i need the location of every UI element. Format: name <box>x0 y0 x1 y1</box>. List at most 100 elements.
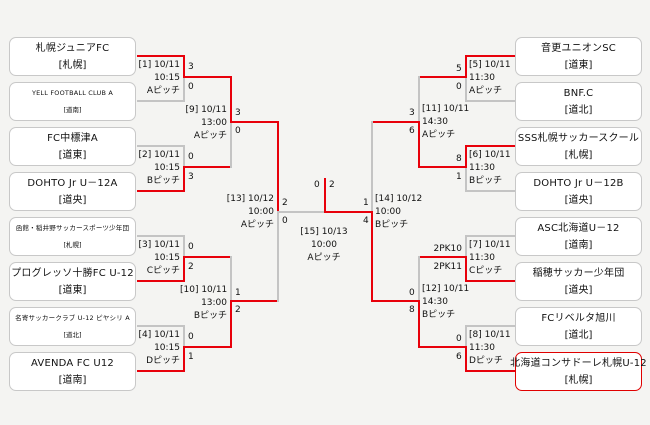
team-box-left-2[interactable]: YELL FOOTBALL CLUB A [道南] <box>9 82 136 121</box>
match-pitch: Bピッチ <box>422 310 456 320</box>
bracket-line <box>418 166 467 168</box>
team-name: DOHTO Jr U－12B <box>533 177 624 189</box>
final-score-left: 0 <box>314 180 320 190</box>
bracket-line <box>137 370 185 372</box>
team-box-left-3[interactable]: FC中標津A [道東] <box>9 127 136 166</box>
bracket-line <box>465 145 467 167</box>
bracket-line <box>418 121 420 168</box>
score: 3 <box>188 172 194 182</box>
match-time: 10:00 <box>311 240 337 250</box>
team-name: YELL FOOTBALL CLUB A <box>31 88 114 97</box>
team-name: 北海道コンサドーレ札幌U-12 <box>510 357 647 369</box>
match-pitch: Aピッチ <box>240 220 274 230</box>
score: 8 <box>456 154 462 164</box>
score: 0 <box>282 216 288 226</box>
bracket-line <box>137 325 185 327</box>
match-time: 10:15 <box>154 163 180 173</box>
match-label: [10] 10/11 <box>180 285 228 295</box>
match-time: 10:00 <box>375 207 401 217</box>
score: 0 <box>188 82 194 92</box>
match-time: 11:30 <box>469 163 495 173</box>
team-box-right-1[interactable]: 音更ユニオンSC [道東] <box>515 37 642 76</box>
bracket-line <box>465 55 515 57</box>
team-region: [札幌] <box>564 374 593 386</box>
bracket-line <box>137 145 185 147</box>
bracket-line <box>183 76 232 78</box>
bracket-line <box>137 280 185 282</box>
team-box-right-4[interactable]: DOHTO Jr U－12B [道央] <box>515 172 642 211</box>
bracket-line <box>183 166 185 192</box>
team-region: [道央] <box>564 194 593 206</box>
bracket-line <box>465 325 467 348</box>
team-box-right-2[interactable]: BNF.C [道北] <box>515 82 642 121</box>
match-time: 14:30 <box>422 297 448 307</box>
match-time: 14:30 <box>422 117 448 127</box>
score: 4 <box>363 216 369 226</box>
bracket-line <box>277 211 279 302</box>
score: 0 <box>456 334 462 344</box>
match-info-1: [1] 10/11 10:15 Aピッチ <box>136 59 180 98</box>
score: 6 <box>409 126 415 136</box>
team-box-left-5[interactable]: 函館・稲井野サッカースポーツ少年団 [札幌] <box>9 217 136 256</box>
match-label: [5] 10/11 <box>469 60 511 70</box>
team-box-left-4[interactable]: DOHTO Jr U－12A [道央] <box>9 172 136 211</box>
team-name: AVENDA FC U12 <box>31 357 114 369</box>
bracket-line <box>465 166 467 192</box>
score: 2 <box>188 262 194 272</box>
bracket-line <box>324 211 373 213</box>
bracket-line <box>371 300 420 302</box>
match-info-11: [11] 10/11 14:30 Aピッチ <box>422 103 469 142</box>
team-box-right-5[interactable]: ASC北海道U－12 [道南] <box>515 217 642 256</box>
score: 0 <box>235 126 241 136</box>
team-box-right-8-champion[interactable]: 北海道コンサドーレ札幌U-12 [札幌] <box>510 352 647 391</box>
match-info-10: [10] 10/11 13:00 Bピッチ <box>180 284 227 323</box>
match-info-12: [12] 10/11 14:30 Bピッチ <box>422 283 469 322</box>
match-info-9: [9] 10/11 13:00 Aピッチ <box>180 104 227 143</box>
bracket-line <box>371 121 420 123</box>
team-box-left-8[interactable]: AVENDA FC U12 [道南] <box>9 352 136 391</box>
team-box-right-3[interactable]: SSS札幌サッカースクール [札幌] <box>515 127 642 166</box>
score: 2PK10 <box>433 244 462 254</box>
bracket-line <box>465 346 467 372</box>
match-label: [14] 10/12 <box>375 194 423 204</box>
match-time: 13:00 <box>201 118 227 128</box>
bracket-line <box>465 145 515 147</box>
team-box-left-1[interactable]: 札幌ジュニアFC [札幌] <box>9 37 136 76</box>
team-box-left-6[interactable]: プログレッソ十勝FC U-12 [道東] <box>9 262 136 301</box>
team-name: 名寄サッカークラブ U-12 ピヤシリ A <box>15 313 130 322</box>
match-pitch: Aピッチ <box>146 86 180 96</box>
bracket-line <box>183 256 232 258</box>
match-pitch: Cピッチ <box>469 266 503 276</box>
match-time: 10:15 <box>154 73 180 83</box>
bracket-line <box>418 300 420 348</box>
match-time: 10:15 <box>154 253 180 263</box>
team-region: [道北] <box>63 330 82 339</box>
team-name: BNF.C <box>563 87 594 99</box>
match-label: [6] 10/11 <box>469 150 511 160</box>
team-name: FC中標津A <box>47 132 98 144</box>
team-name: 音更ユニオンSC <box>541 42 616 54</box>
team-name: ASC北海道U－12 <box>537 222 620 234</box>
match-info-13: [13] 10/12 10:00 Aピッチ <box>222 193 274 232</box>
score: 1 <box>188 352 194 362</box>
match-pitch: Cピッチ <box>146 266 180 276</box>
bracket-line <box>465 370 515 372</box>
team-box-right-7[interactable]: FCリベルタ旭川 [道北] <box>515 307 642 346</box>
bracket-line <box>183 346 185 372</box>
bracket-line <box>418 76 420 122</box>
bracket-line <box>230 256 232 302</box>
match-info-5: [5] 10/11 11:30 Aピッチ <box>469 59 511 98</box>
bracket-line <box>371 211 373 302</box>
champion-line <box>324 178 326 213</box>
score: 0 <box>188 242 194 252</box>
team-region: [道東] <box>58 284 87 296</box>
match-label: [1] 10/11 <box>138 60 180 70</box>
bracket-line <box>183 346 232 348</box>
team-box-right-6[interactable]: 稲穂サッカー少年団 [道央] <box>515 262 642 301</box>
bracket-line <box>465 55 467 77</box>
score: 0 <box>456 82 462 92</box>
bracket-line <box>183 235 185 258</box>
bracket-line <box>183 256 185 282</box>
team-box-left-7[interactable]: 名寄サッカークラブ U-12 ピヤシリ A [道北] <box>9 307 136 346</box>
team-name: FCリベルタ旭川 <box>541 312 616 324</box>
